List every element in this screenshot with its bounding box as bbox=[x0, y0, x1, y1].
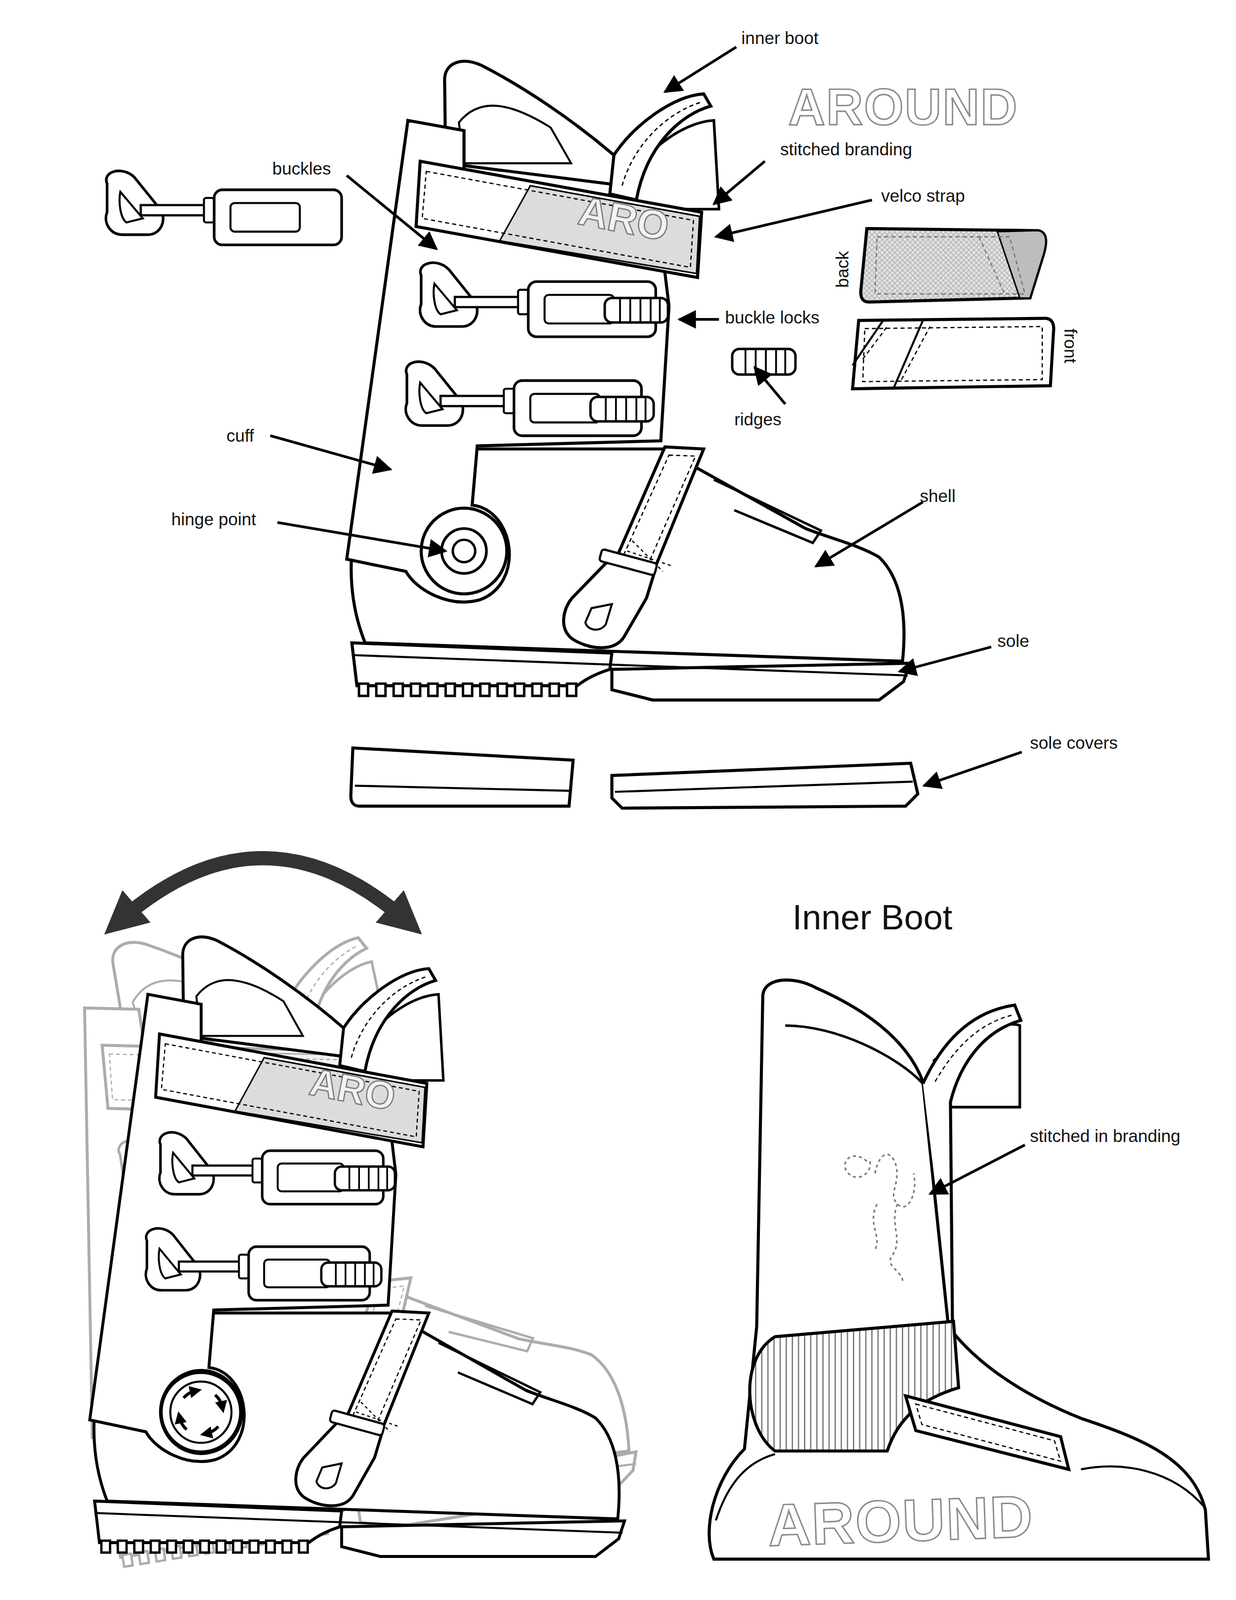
part-label: cuff bbox=[226, 427, 255, 445]
leader-line bbox=[924, 751, 1022, 786]
part-label: inner boot bbox=[741, 29, 819, 47]
leader-line bbox=[715, 199, 873, 237]
part-label: velco strap bbox=[881, 187, 966, 206]
sole-cover bbox=[612, 762, 919, 808]
stitching bbox=[915, 1403, 1061, 1461]
part-label: stitched branding bbox=[780, 140, 913, 159]
part-label: buckles bbox=[272, 160, 332, 178]
stitching bbox=[875, 236, 1025, 295]
liner-body bbox=[708, 979, 1209, 1559]
leader-line bbox=[679, 317, 719, 321]
rotate-arrow bbox=[183, 1390, 196, 1398]
leader-line bbox=[346, 175, 437, 250]
side-label: back bbox=[834, 251, 852, 288]
rotate-arrow bbox=[179, 1416, 187, 1430]
stitching bbox=[934, 1015, 1012, 1082]
brand-mark: AROUND bbox=[788, 81, 1018, 133]
part-label: shell bbox=[920, 487, 956, 505]
strap-branding: ARO bbox=[306, 1061, 399, 1117]
liner-strap bbox=[905, 1395, 1069, 1469]
strap-front bbox=[852, 318, 1054, 389]
leader-line bbox=[713, 161, 765, 205]
sole-cover-line bbox=[354, 785, 570, 791]
signature-stitching bbox=[844, 1153, 915, 1283]
leader-line bbox=[929, 1144, 1025, 1194]
part-label: sole covers bbox=[1029, 734, 1118, 752]
part-label: buckle locks bbox=[725, 309, 820, 327]
leader-line bbox=[277, 522, 446, 551]
part-label: hinge point bbox=[171, 511, 257, 529]
strap-back bbox=[860, 228, 1046, 303]
hinge-outer bbox=[161, 1371, 241, 1452]
liner-collar bbox=[785, 1024, 923, 1084]
part-label: ridges bbox=[734, 410, 782, 429]
strap-back-tab bbox=[997, 230, 1046, 298]
leader-line bbox=[899, 646, 992, 672]
brand-mark: AROUND bbox=[766, 1486, 1035, 1555]
rotation-symbol bbox=[179, 1390, 223, 1434]
ridges-piece bbox=[732, 349, 796, 375]
sole-cover-line bbox=[615, 781, 913, 792]
buckle-detail bbox=[105, 170, 342, 245]
ski-boot bbox=[89, 936, 625, 1557]
leader-line bbox=[270, 435, 391, 470]
part-label: sole bbox=[997, 632, 1029, 650]
swing-arrow bbox=[120, 857, 406, 921]
section-heading: Inner Boot bbox=[792, 899, 953, 935]
liner-tongue bbox=[923, 1004, 1021, 1326]
strap-front-edge bbox=[852, 320, 923, 389]
sole-cover bbox=[351, 747, 574, 806]
leader-line bbox=[664, 46, 737, 92]
ridges bbox=[745, 349, 786, 375]
hinge-ring bbox=[170, 1380, 232, 1443]
rotate-arrow bbox=[215, 1394, 222, 1407]
strap-branding: ARO bbox=[575, 189, 673, 248]
leader-line bbox=[815, 501, 924, 567]
part-label: stitched in branding bbox=[1029, 1127, 1181, 1145]
stitching bbox=[862, 326, 1043, 382]
rotate-arrow bbox=[206, 1425, 219, 1433]
leader-lines bbox=[270, 46, 1025, 1194]
ski-boot-ghost bbox=[18, 875, 642, 1573]
leader-line bbox=[754, 367, 786, 404]
side-label: front bbox=[1061, 328, 1079, 363]
